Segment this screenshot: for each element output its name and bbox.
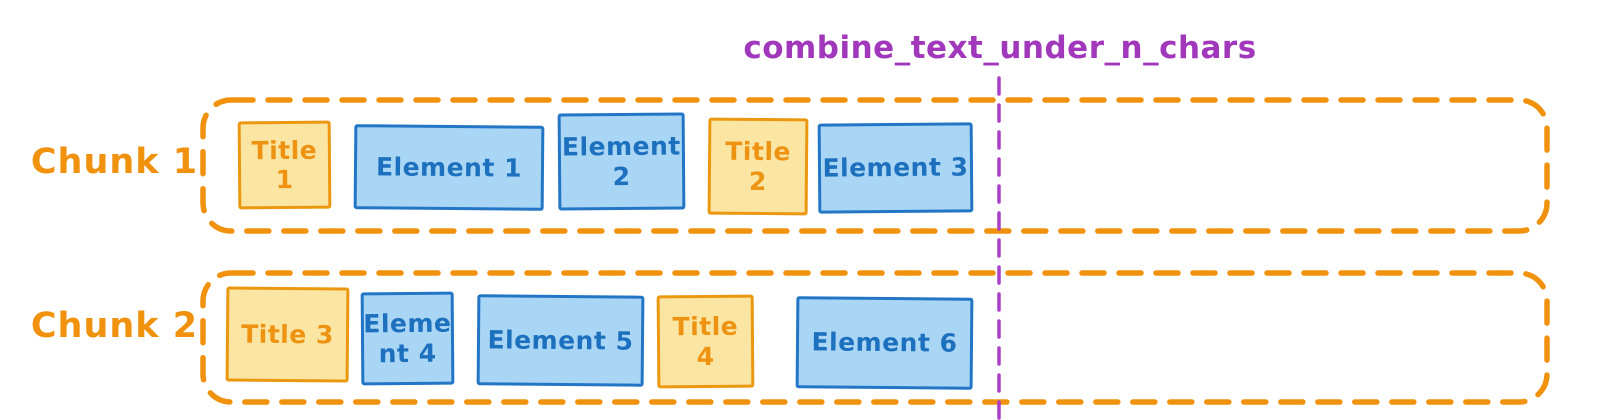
chunk1-title-1-box: Title 1 bbox=[237, 120, 332, 210]
chunk1-element-3-box: Element 3 bbox=[817, 122, 974, 214]
chunk1-element-1-box: Element 1 bbox=[353, 124, 545, 211]
chunk2-element-4-box: Eleme nt 4 bbox=[360, 291, 455, 386]
chunk2-element-6-box: Element 6 bbox=[795, 296, 974, 390]
chunk-1-label: Chunk 1 bbox=[30, 142, 199, 182]
chunk2-title-3-box: Title 3 bbox=[225, 286, 350, 383]
chunk1-title-2-box: Title 2 bbox=[707, 117, 809, 216]
chunk2-title-4-box: Title 4 bbox=[656, 294, 755, 389]
chunk-2-label: Chunk 2 bbox=[30, 306, 199, 346]
chunk2-element-5-box: Element 5 bbox=[476, 294, 645, 387]
threshold-label: combine_text_under_n_chars bbox=[743, 30, 1257, 66]
chunk1-element-2-box: Element 2 bbox=[557, 112, 686, 211]
